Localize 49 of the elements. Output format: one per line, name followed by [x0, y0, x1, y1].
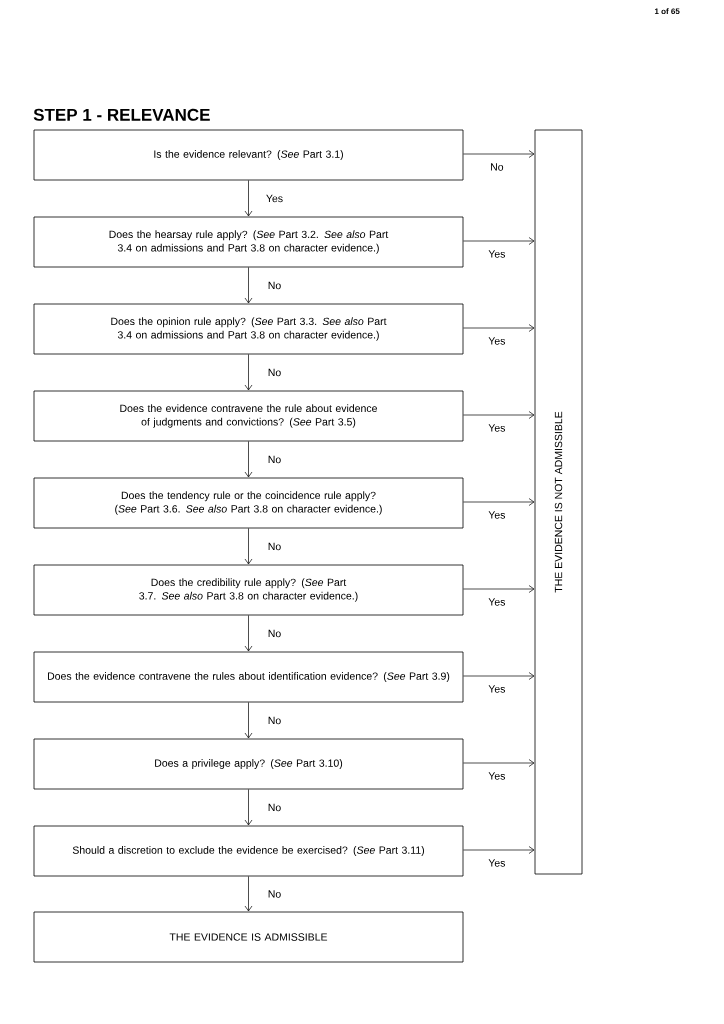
- arrow: [463, 759, 535, 767]
- edge-label: No: [266, 280, 283, 291]
- arrow: [463, 585, 535, 593]
- edge-label: No: [266, 367, 283, 378]
- process-box: Does a privilege apply? (See Part 3.10): [33, 738, 464, 790]
- arrow: [244, 354, 253, 391]
- arrow: [244, 615, 253, 652]
- process-box: Does the evidence contravene the rule about evidence of judgments and convictions? (See Part 3.5): [33, 390, 464, 442]
- edge-label: Yes: [487, 423, 507, 433]
- result-box: THE EVIDENCE IS NOT ADMISSIBLE: [534, 129, 583, 875]
- edge-label: Yes: [487, 771, 507, 781]
- edge-label: No: [266, 802, 283, 813]
- process-box: Does the tendency rule or the coincidence rule apply? (See Part 3.6. See also Part 3.8 on character evidence.): [33, 477, 464, 529]
- edge-label: Yes: [487, 858, 507, 868]
- edge-label: Yes: [487, 249, 507, 259]
- arrow: [244, 528, 253, 565]
- arrow: [244, 267, 253, 304]
- process-box: THE EVIDENCE IS ADMISSIBLE: [33, 911, 464, 963]
- edge-label: Yes: [487, 510, 507, 520]
- edge-label: Yes: [264, 193, 285, 204]
- process-box: Does the opinion rule apply? (See Part 3.3. See also Part 3.4 on admissions and Part 3.8 on character evidence.): [33, 303, 464, 355]
- edge-label: Yes: [487, 336, 507, 346]
- arrow: [463, 411, 535, 419]
- arrow: [244, 702, 253, 739]
- process-box: Should a discretion to exclude the evidence be exercised? (See Part 3.11): [33, 825, 464, 877]
- arrow: [463, 324, 535, 332]
- edge-label: Yes: [487, 597, 507, 607]
- arrow: [463, 846, 535, 854]
- edge-label: No: [266, 715, 283, 726]
- process-box: Does the credibility rule apply? (See Part 3.7. See also Part 3.8 on character evidence.): [33, 564, 464, 616]
- edge-label: Yes: [487, 684, 507, 694]
- edge-label: No: [266, 454, 283, 465]
- arrow: [244, 876, 253, 912]
- process-box: Does the evidence contravene the rules about identification evidence? (See Part 3.9): [33, 651, 464, 703]
- edge-label: No: [489, 162, 505, 172]
- edge-label: No: [266, 628, 283, 639]
- heading: STEP 1 - RELEVANCE: [33, 108, 210, 121]
- process-box: Is the evidence relevant? (See Part 3.1): [33, 129, 464, 181]
- edge-label: No: [266, 889, 283, 899]
- arrow: [244, 441, 253, 478]
- arrow: [244, 789, 253, 826]
- arrow: [463, 672, 535, 680]
- edge-label: No: [266, 541, 283, 552]
- arrow: [463, 237, 535, 245]
- arrow: [244, 180, 253, 217]
- arrow: [463, 150, 535, 158]
- page-number: 1 of 65: [654, 8, 680, 15]
- arrow: [463, 498, 535, 506]
- process-box: Does the hearsay rule apply? (See Part 3.2. See also Part 3.4 on admissions and Part 3.8 on character evidence.): [33, 216, 464, 268]
